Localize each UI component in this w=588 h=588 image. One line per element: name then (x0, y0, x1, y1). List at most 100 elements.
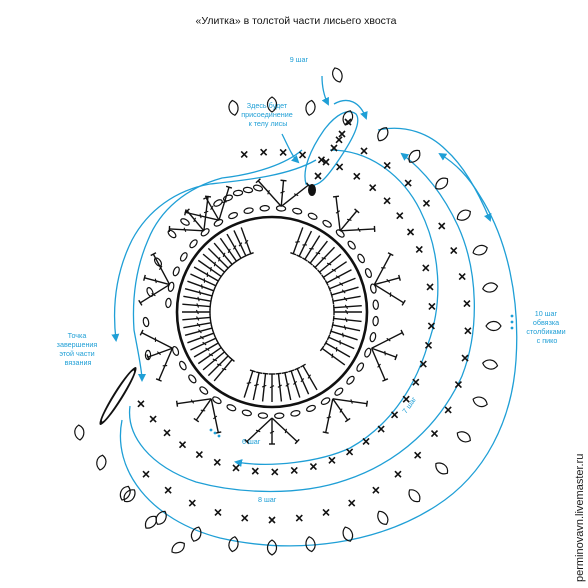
chain-mark (189, 239, 198, 249)
double-crochet-mark (190, 273, 218, 289)
chain-mark (167, 281, 175, 292)
chain-mark (259, 205, 270, 212)
single-crochet-mark (454, 381, 462, 389)
picot-mark (155, 510, 167, 525)
double-crochet-mark (281, 371, 292, 401)
single-crochet-mark (428, 302, 436, 310)
picot-mark (144, 515, 157, 529)
double-crochet-mark (182, 314, 212, 321)
picot-mark (96, 454, 107, 471)
double-crochet-mark (374, 274, 401, 286)
single-crochet-stitches (137, 118, 472, 524)
single-crochet-mark (412, 378, 420, 386)
double-crochet-mark (218, 185, 233, 221)
single-crochet-mark (298, 151, 307, 159)
single-crochet-mark (362, 437, 370, 446)
step-10-line: с пико (537, 336, 558, 345)
end-note-line: вязания (65, 358, 92, 367)
single-crochet-mark (406, 228, 415, 236)
double-crochet-mark (288, 369, 301, 398)
chain-mark (242, 186, 254, 194)
double-crochet-mark (370, 347, 389, 382)
double-crochet-mark (150, 252, 171, 285)
chain-mark (172, 266, 180, 277)
single-crochet-mark (369, 184, 377, 192)
double-crochet-mark (240, 227, 254, 256)
double-crochet-mark (280, 182, 311, 207)
single-crochet-mark (396, 212, 404, 220)
double-crochet-mark (319, 345, 346, 366)
chain-mark (252, 184, 264, 192)
step-8-label: 8 шаг (258, 495, 277, 504)
chain-mark (179, 252, 188, 262)
single-crochet-mark (149, 415, 157, 423)
row-arrow-step-10 (119, 152, 518, 547)
single-crochet-mark (424, 341, 433, 349)
double-crochet-mark (271, 417, 300, 445)
double-crochet-mark (143, 274, 170, 286)
chain-mark (292, 207, 303, 215)
double-crochet-mark (193, 340, 221, 358)
join-note-line: к телу лисы (249, 119, 288, 128)
single-crochet-mark (346, 448, 354, 456)
single-crochet-mark (404, 179, 412, 187)
continuation-dot (213, 431, 217, 435)
double-crochet-mark (193, 266, 221, 284)
continuation-dot (209, 428, 213, 432)
row-arrow-step-9-top (333, 99, 368, 120)
foundation-ring (175, 215, 369, 409)
double-crochet-mark (187, 330, 216, 344)
double-crochet-mark (190, 335, 218, 351)
picot-mark (171, 541, 185, 554)
double-crochet-mark (307, 240, 328, 266)
double-crochet-mark (330, 286, 359, 298)
continuation-dots (209, 314, 514, 438)
single-crochet-mark (422, 264, 430, 272)
double-crochet-mark (213, 357, 235, 382)
chain-mark (305, 404, 316, 412)
single-crochet-mark (335, 136, 343, 144)
end-loop-inner (101, 370, 135, 422)
double-crochet-mark (322, 398, 334, 434)
single-crochet-mark (391, 411, 399, 419)
single-crochet-mark (241, 514, 249, 522)
single-crochet-mark (360, 147, 368, 155)
double-crochet-mark (244, 417, 273, 445)
double-crochet-mark (213, 242, 235, 267)
single-crochet-mark (213, 458, 221, 466)
single-crochet-mark (458, 273, 466, 281)
single-crochet-mark (314, 172, 322, 180)
continuation-dot (510, 320, 514, 324)
chain-mark (199, 386, 209, 395)
picot-mark (456, 209, 471, 221)
chain-mark (179, 360, 187, 371)
single-crochet-mark (295, 514, 303, 522)
picot-mark (377, 510, 389, 525)
single-crochet-mark (464, 327, 472, 335)
chain-mark (212, 396, 222, 405)
picot-stitches (74, 67, 502, 556)
chain-mark (243, 207, 254, 215)
single-crochet-mark (430, 430, 439, 438)
double-crochet-mark (269, 418, 275, 445)
chain-mark (364, 268, 372, 279)
double-crochet-mark (243, 369, 256, 398)
chain-mark (213, 199, 223, 207)
single-crochet-mark (463, 299, 471, 308)
double-crochet-mark (290, 227, 304, 256)
double-crochet-mark (371, 329, 405, 349)
single-crochet-mark (232, 464, 240, 472)
single-crochet-mark (188, 499, 196, 507)
chain-mark (290, 409, 301, 417)
double-crochet-mark (197, 344, 224, 365)
single-crochet-mark (142, 470, 150, 478)
double-crochet-mark (331, 295, 361, 305)
double-crochet-mark (183, 295, 213, 305)
double-crochet-mark (255, 178, 282, 207)
double-crochet-mark (373, 252, 394, 285)
double-crochet-mark (207, 247, 231, 271)
single-crochet-mark (322, 508, 330, 516)
chain-mark (144, 349, 152, 361)
